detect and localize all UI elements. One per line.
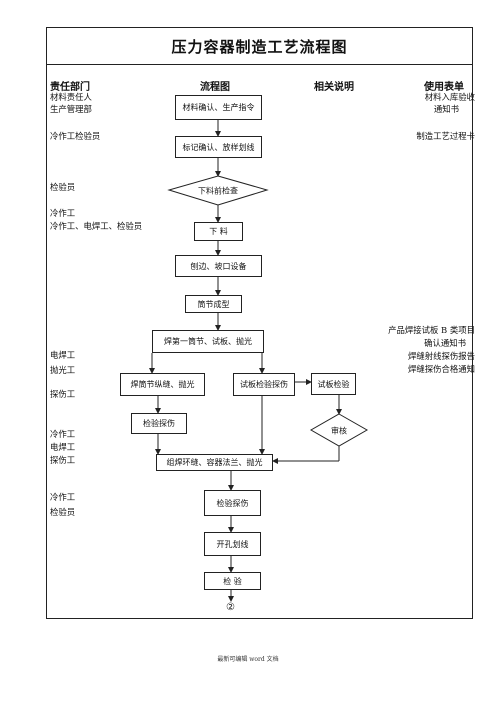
dept-item: 检验员 [50,507,76,517]
dept-item: 检验员 [50,182,76,192]
flow-precut-check: 下料前检查 [198,186,238,196]
dept-item: 电焊工 [50,442,76,452]
flow-mark-confirm: 标记确认、放样划线 [175,136,262,158]
dept-item: 抛光工 [50,365,76,375]
header-flow: 流程图 [200,82,230,93]
form-item: 焊缝射线探伤报告 [408,351,475,361]
form-item: 产品焊接试板 B 类项目 [388,325,475,335]
header-desc: 相关说明 [314,82,354,93]
document-frame: 压力容器制造工艺流程图 [46,27,473,619]
dept-item: 冷作工检验员 [50,131,101,141]
flow-cutting: 下 料 [194,222,243,241]
decision-diamond-precut [167,175,269,206]
dept-item: 材料责任人 [50,92,92,102]
dept-item: 冷作工、电焊工、检验员 [50,221,143,231]
flow-review: 审核 [331,426,347,436]
header-forms: 使用表单 [424,82,464,93]
flow-drilling: 开孔划线 [204,532,261,556]
dept-item: 生产管理部 [50,104,92,114]
dept-item: 冷作工 [50,492,76,502]
header-dept: 责任部门 [50,82,90,93]
flow-ndt-inspection-2: 检验探伤 [204,490,261,516]
form-item: 材料入库验收 [424,92,475,102]
form-item: 通知书 [433,104,459,114]
flow-final-check: 检 验 [204,572,261,590]
dept-item: 冷作工 [50,208,76,218]
flow-connector: ② [226,602,235,613]
flow-weld-first: 焊第一筒节、试板、抛光 [152,330,264,353]
flow-test-plate-check: 试板检验 [311,373,356,395]
page-title: 压力容器制造工艺流程图 [171,38,348,56]
decision-diamond-review [309,413,369,447]
flow-weld-longitudinal: 焊筒节纵缝、抛光 [120,373,205,396]
form-item: 确认通知书 [424,338,466,348]
dept-item: 冷作工 [50,429,76,439]
dept-item: 电焊工 [50,350,76,360]
flow-shell-forming: 筒节成型 [185,295,242,313]
flow-edge-bevel: 刨边、坡口设备 [175,255,262,277]
title-row: 压力容器制造工艺流程图 [47,28,472,65]
flow-assembly-weld: 组焊环缝、容器法兰、抛光 [156,454,273,471]
flow-ndt-inspection: 检验探伤 [131,413,187,434]
page-footer: 最新可编辑 word 文档 [217,656,279,663]
dept-item: 探伤工 [50,389,76,399]
form-item: 制造工艺过程卡 [416,131,475,141]
flow-material-confirm: 材料确认、生产指令 [175,95,262,120]
dept-item: 探伤工 [50,455,76,465]
form-item: 焊缝探伤合格通知 [408,364,475,374]
flow-test-plate-ndt: 试板检验探伤 [233,373,295,396]
